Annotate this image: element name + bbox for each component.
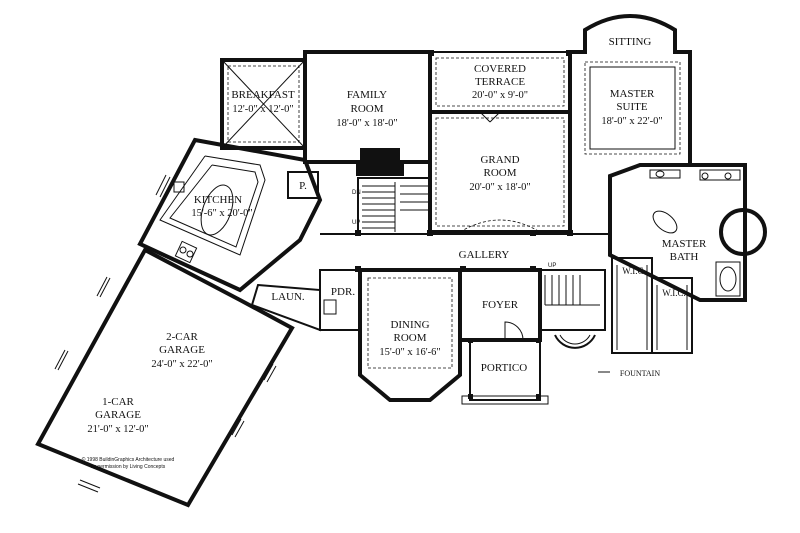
laundry-label: LAUN. <box>271 291 305 303</box>
breakfast-label: BREAKFAST <box>231 89 295 101</box>
master-suite-walls <box>568 14 692 165</box>
gallery-label: GALLERY <box>459 249 510 261</box>
garage1-label-2: GARAGE <box>95 409 141 421</box>
room-labels: BREAKFAST 12'-0" x 12'-0" FAMILY ROOM 18… <box>87 36 707 435</box>
copyright-line-2: by permission by Living Concepts <box>91 464 166 470</box>
wic-walls <box>611 257 693 354</box>
wic-label-2: W.I.C. <box>662 288 685 298</box>
master-bath-label-2: BATH <box>670 251 699 263</box>
grand-room-dims: 20'-0" x 18'-0" <box>469 182 530 193</box>
grand-room-label-1: GRAND <box>480 154 519 166</box>
garage2-label-2: GARAGE <box>159 344 205 356</box>
copyright-line-1: © 1998 BuildinGraphics Architecture used <box>82 456 175 463</box>
foyer-label: FOYER <box>482 299 519 311</box>
garage2-label-1: 2-CAR <box>166 331 198 343</box>
dining-room-label-2: ROOM <box>393 332 426 344</box>
garage-walls <box>35 247 295 508</box>
secondary-stairs <box>539 269 606 331</box>
laundry-walls <box>250 269 361 332</box>
kitchen-dims: 15'-6" x 20'-0" <box>191 208 252 219</box>
dining-room-dims: 15'-0" x 16'-6" <box>379 347 440 358</box>
master-suite-dims: 18'-0" x 22'-0" <box>601 116 662 127</box>
grand-room-label-2: ROOM <box>483 167 516 179</box>
master-suite-label-1: MASTER <box>610 88 655 100</box>
pantry-walls <box>287 171 319 199</box>
stair-up-label-2: UP <box>548 263 556 269</box>
kitchen-label: KITCHEN <box>194 194 242 206</box>
covered-terrace-label-1: COVERED <box>474 63 526 75</box>
stair-up-label: UP <box>352 220 360 226</box>
annotations: FOUNTAIN DN UP UP © 1998 BuildinGraphics… <box>82 190 661 470</box>
covered-terrace-label-2: TERRACE <box>475 76 525 88</box>
main-stairs <box>357 177 431 235</box>
garage1-label-1: 1-CAR <box>102 396 134 408</box>
grand-room-walls <box>428 110 572 234</box>
fountain-label: FOUNTAIN <box>620 369 660 378</box>
wic-label-1: W.I.C. <box>622 266 645 276</box>
breakfast-dims: 12'-0" x 12'-0" <box>232 104 293 115</box>
master-bath-walls <box>608 163 767 302</box>
portico-label: PORTICO <box>481 362 527 374</box>
powder-label: PDR. <box>331 286 355 298</box>
garage2-dims: 24'-0" x 22'-0" <box>151 359 212 370</box>
garage1-dims: 21'-0" x 12'-0" <box>87 424 148 435</box>
fountain-shape <box>554 334 610 373</box>
family-room-label-1: FAMILY <box>347 89 387 101</box>
dining-room-label-1: DINING <box>390 319 429 331</box>
master-suite-label-2: SUITE <box>616 101 647 113</box>
master-bath-label-1: MASTER <box>662 238 707 250</box>
stair-dn-label: DN <box>352 190 361 196</box>
family-room-dims: 18'-0" x 18'-0" <box>336 118 397 129</box>
sitting-label: SITTING <box>609 36 652 48</box>
covered-terrace-dims: 20'-0" x 9'-0" <box>472 90 528 101</box>
foyer-walls <box>458 268 549 405</box>
family-room-label-2: ROOM <box>350 103 383 115</box>
pantry-label: P. <box>299 180 307 192</box>
